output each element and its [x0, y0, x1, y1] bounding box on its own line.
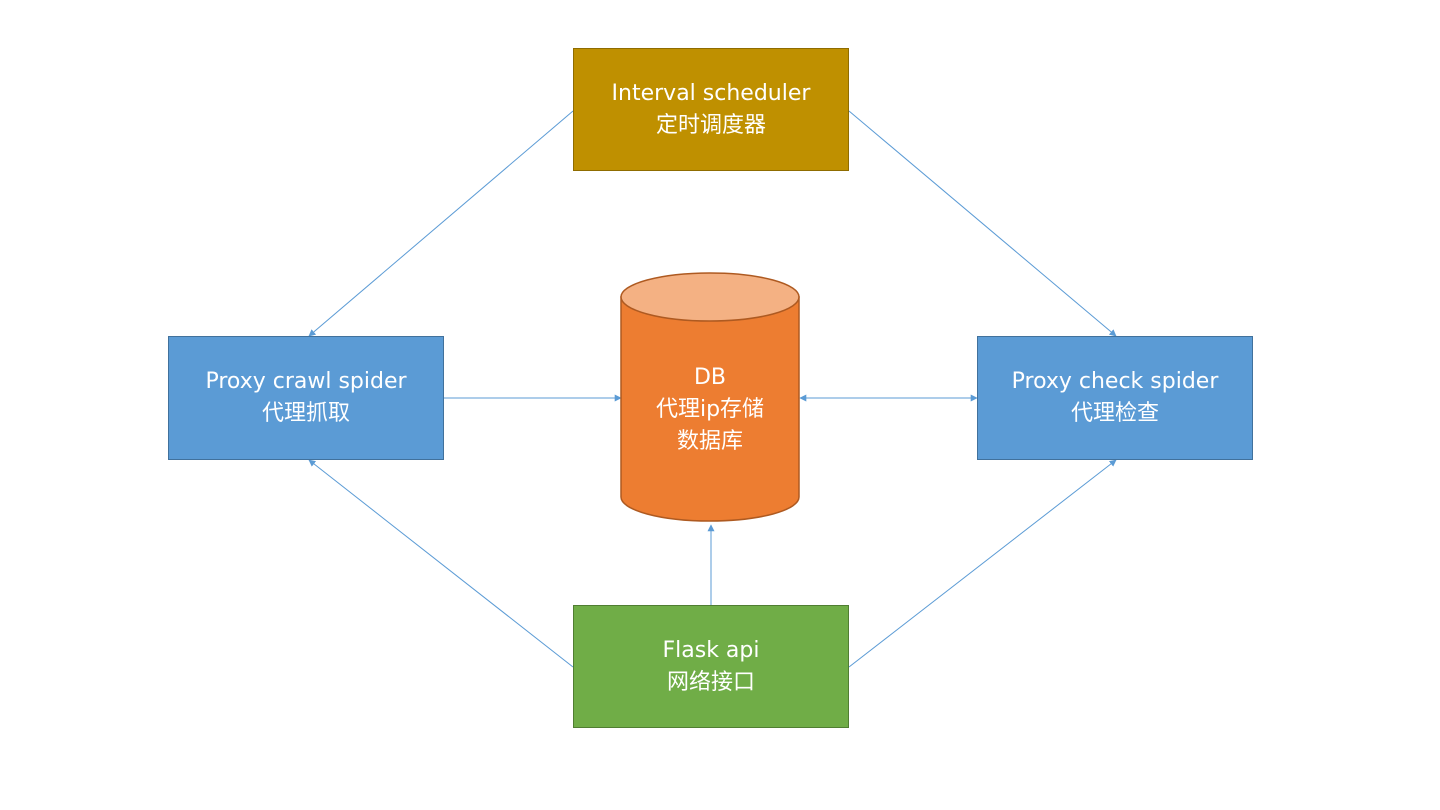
- node-subtitle: 网络接口: [666, 669, 755, 695]
- db-label: DB 代理ip存储 数据库: [621, 362, 799, 458]
- db-cylinder-top: [620, 272, 800, 322]
- node-proxy-crawl-spider: Proxy crawl spider 代理抓取: [168, 336, 444, 460]
- db-cylinder-body: [620, 296, 800, 522]
- node-title: Proxy crawl spider: [205, 369, 407, 394]
- node-subtitle: 定时调度器: [655, 112, 766, 138]
- db-subtitle: 代理ip存储: [655, 397, 765, 422]
- node-title: Proxy check spider: [1011, 369, 1219, 394]
- node-title: Flask api: [662, 637, 760, 663]
- node-title: Interval scheduler: [611, 80, 811, 106]
- node-flask-api: Flask api 网络接口: [573, 605, 849, 728]
- db-cylinder: [620, 272, 800, 522]
- arrow-scheduler-to-crawl: [308, 110, 574, 337]
- arrow-flask-to-crawl: [308, 459, 574, 668]
- arrow-scheduler-to-check: [848, 110, 1117, 337]
- arrow-flask-to-check: [848, 459, 1117, 668]
- node-proxy-check-spider: Proxy check spider 代理检查: [977, 336, 1253, 460]
- db-title: DB: [693, 365, 727, 390]
- node-subtitle: 代理检查: [1070, 401, 1159, 426]
- db-subtitle-2: 数据库: [676, 429, 743, 454]
- node-interval-scheduler: Interval scheduler 定时调度器: [573, 48, 849, 171]
- node-subtitle: 代理抓取: [261, 401, 350, 426]
